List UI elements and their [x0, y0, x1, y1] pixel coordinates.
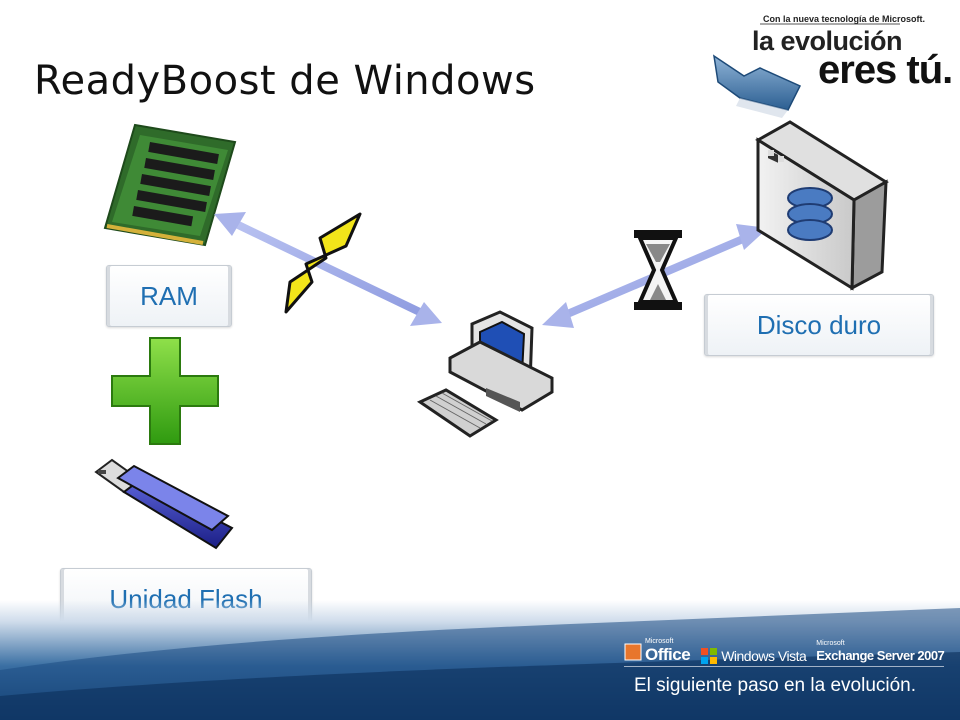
- exchange-logo: Microsoft Exchange Server 2007: [816, 640, 945, 665]
- campaign-small-text: Con la nueva tecnología de Microsoft.: [763, 14, 926, 24]
- campaign-line-1: la evolución: [752, 26, 903, 56]
- computer-icon: [416, 310, 554, 438]
- exchange-super: Microsoft: [816, 640, 845, 647]
- office-icon: [624, 643, 642, 660]
- disk-label: Disco duro: [704, 294, 934, 356]
- campaign-logo: Con la nueva tecnología de Microsoft. la…: [700, 6, 960, 126]
- office-super: Microsoft: [645, 638, 674, 645]
- footer-divider: [624, 666, 944, 667]
- ram-module-icon: [103, 123, 237, 247]
- office-logo: Microsoft Office: [624, 638, 691, 665]
- exchange-name: Exchange Server 2007: [816, 648, 945, 663]
- slide-title: ReadyBoost de Windows: [34, 58, 536, 104]
- footer-band: [0, 600, 960, 720]
- product-logos: Microsoft Office Windows Vista Microsoft…: [624, 638, 945, 665]
- vista-name: Windows Vista: [721, 648, 807, 664]
- footer-swoosh: [0, 608, 960, 720]
- arrow-ram-pc: [214, 212, 442, 326]
- office-name: Office: [645, 645, 691, 664]
- windows-vista-logo: Windows Vista: [700, 647, 807, 665]
- plus-icon: [111, 337, 219, 445]
- campaign-arrow-icon: [712, 23, 900, 118]
- hourglass-icon: [634, 230, 682, 310]
- lightning-icon: [284, 212, 362, 314]
- footer-tagline: El siguiente paso en la evolución.: [634, 675, 917, 696]
- hard-disk-server-icon: [755, 120, 889, 291]
- usb-flash-drive-icon: [94, 458, 234, 550]
- ram-label: RAM: [106, 265, 232, 327]
- windows-flag-icon: [701, 648, 718, 664]
- campaign-line-2: eres tú.: [818, 48, 953, 92]
- diagram-canvas: [94, 120, 889, 550]
